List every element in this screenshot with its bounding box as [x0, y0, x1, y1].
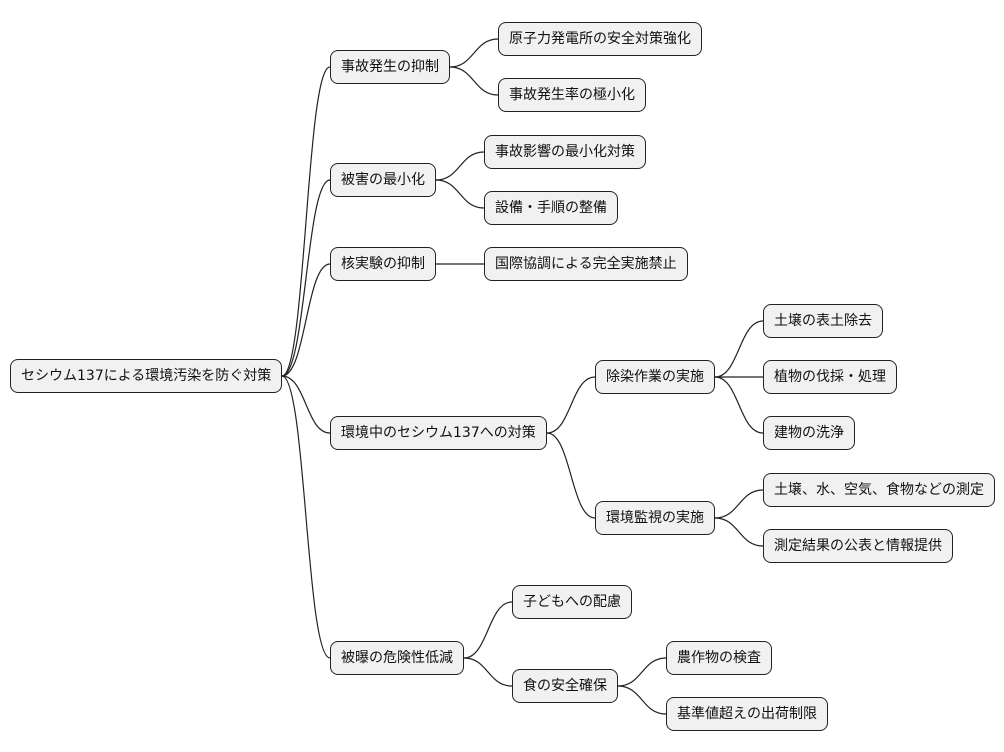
branch-exposure-reduction: 被曝の危険性低減 [330, 641, 464, 675]
connector-line [281, 375, 331, 659]
node-monitoring: 環境監視の実施 [595, 501, 715, 535]
branch-environmental-cesium: 環境中のセシウム137への対策 [330, 416, 547, 450]
node-building-washing: 建物の洗浄 [763, 416, 855, 450]
connector-line [463, 601, 513, 659]
connector-line [546, 376, 596, 434]
node-international-ban: 国際協調による完全実施禁止 [484, 247, 688, 281]
node-accident-rate: 事故発生率の極小化 [498, 78, 646, 112]
connector-line [617, 657, 667, 687]
node-measurement: 土壌、水、空気、食物などの測定 [763, 473, 995, 507]
branch-nuclear-test-suppression: 核実験の抑制 [330, 247, 436, 281]
connector-line [617, 685, 667, 715]
node-food-safety: 食の安全確保 [512, 669, 618, 703]
connector-line [281, 263, 331, 377]
branch-damage-minimization: 被害の最小化 [330, 163, 436, 197]
node-equipment-procedures: 設備・手順の整備 [484, 191, 618, 225]
node-child-care: 子どもへの配慮 [512, 585, 632, 619]
connector-line [435, 179, 485, 209]
node-shipping-restriction: 基準値超えの出荷制限 [666, 697, 828, 731]
connector-line [714, 376, 764, 434]
connector-line [435, 151, 485, 181]
connector-line [449, 66, 499, 96]
connector-line [281, 375, 331, 434]
connector-line [281, 66, 331, 377]
node-crop-inspection: 農作物の検査 [666, 641, 772, 675]
node-plant-cutting: 植物の伐採・処理 [763, 360, 897, 394]
branch-accident-prevention: 事故発生の抑制 [330, 50, 450, 84]
connector-line [449, 38, 499, 68]
connector-line [714, 489, 764, 519]
connector-line [546, 432, 596, 519]
connector-line [463, 657, 513, 687]
node-decontamination: 除染作業の実施 [595, 360, 715, 394]
connector-line [714, 517, 764, 547]
node-plant-safety: 原子力発電所の安全対策強化 [498, 22, 702, 56]
node-topsoil-removal: 土壌の表土除去 [763, 304, 883, 338]
node-impact-measures: 事故影響の最小化対策 [484, 135, 646, 169]
root-node: セシウム137による環境汚染を防ぐ対策 [10, 359, 283, 393]
connector-line [281, 179, 331, 377]
connector-line [714, 320, 764, 378]
node-publication: 測定結果の公表と情報提供 [763, 529, 953, 563]
